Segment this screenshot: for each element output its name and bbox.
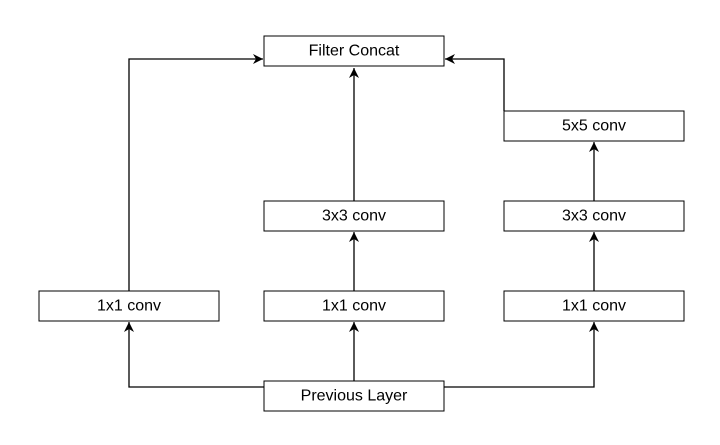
node-label: 1x1 conv <box>562 298 626 315</box>
node-previous-layer: Previous Layer <box>263 380 445 412</box>
node-label: 1x1 conv <box>97 298 161 315</box>
node-label: 5x5 conv <box>562 118 626 135</box>
node-label: 3x3 conv <box>322 208 386 225</box>
node-label: Filter Concat <box>309 43 400 60</box>
node-label: 3x3 conv <box>562 208 626 225</box>
node-conv1x1-left: 1x1 conv <box>38 290 220 322</box>
node-conv1x1-mid: 1x1 conv <box>263 290 445 322</box>
node-conv3x3-mid: 3x3 conv <box>263 200 445 232</box>
node-label: 1x1 conv <box>322 298 386 315</box>
edge-conv5x5-to-filter-concat <box>445 54 505 111</box>
node-label: Previous Layer <box>301 388 408 405</box>
edge-previous-layer-to-conv1x1-left <box>124 322 264 388</box>
node-conv1x1-right: 1x1 conv <box>503 290 685 322</box>
node-conv5x5: 5x5 conv <box>503 110 685 142</box>
edge-conv1x1-left-to-filter-concat <box>128 54 263 291</box>
node-filter-concat: Filter Concat <box>263 35 445 67</box>
node-conv3x3-right: 3x3 conv <box>503 200 685 232</box>
edge-previous-layer-to-conv1x1-right <box>444 322 599 388</box>
